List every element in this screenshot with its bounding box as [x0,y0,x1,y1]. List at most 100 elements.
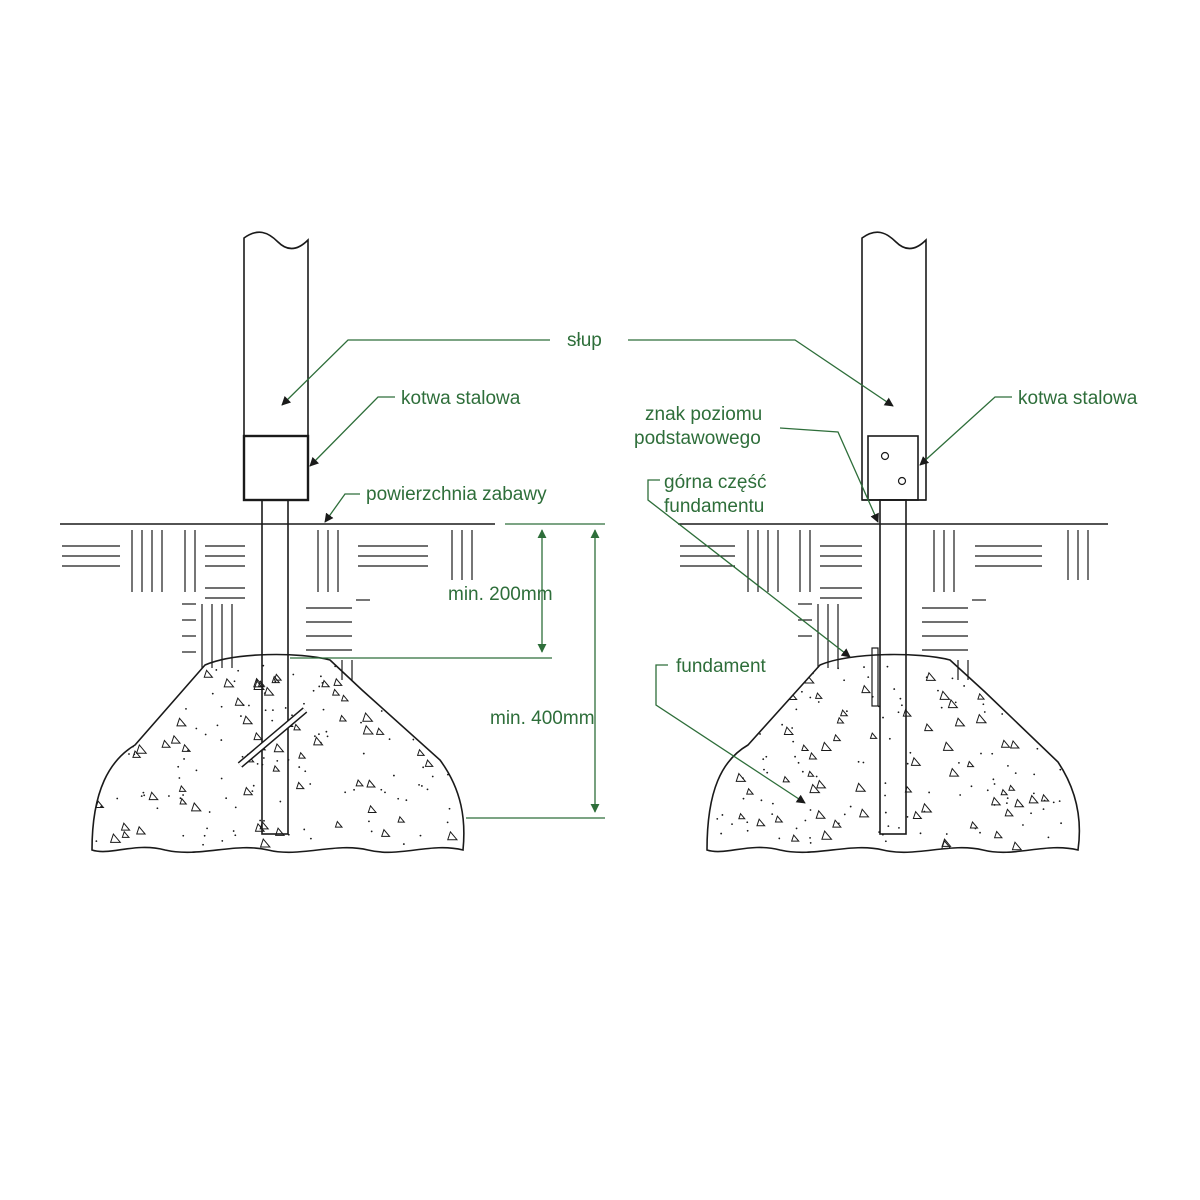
aggregate-triangle [738,812,746,820]
label-base-level-mark-line1: znak poziomu [645,404,762,425]
aggregate-dot [1021,669,1024,672]
aggregate-dot [182,794,184,796]
aggregate-dot [424,682,427,685]
aggregate-dot [195,727,198,730]
aggregate-dot [284,707,287,709]
aggregate-dot [763,768,765,771]
aggregate-dot [95,840,98,843]
leader-foundation [655,664,806,804]
aggregate-triangle [416,748,426,756]
aggregate-triangle [768,690,777,698]
aggregate-triangle [242,715,254,725]
aggregate-dot [143,666,145,669]
aggregate-dot [843,679,846,682]
aggregate-dot [795,708,798,711]
aggregate-triangle [746,787,755,795]
aggregate-dot [791,727,794,729]
aggregate-dot [220,705,223,708]
aggregate-dot [980,752,982,755]
aggregate-dot [216,724,219,727]
aggregate-dot [742,797,745,800]
aggregate-dot [133,753,136,756]
aggregate-triangle [731,686,742,696]
aggregate-dot [801,690,803,693]
aggregate-triangle [756,685,767,695]
aggregate-dot [759,710,762,713]
aggregate-dot [1059,768,1062,771]
concrete-foundation-left [91,653,465,854]
aggregate-dot [419,834,422,837]
aggregate-dot [945,833,948,835]
aggregate-dot [143,794,146,797]
aggregate-dot [897,711,900,714]
aggregate-dot [140,795,143,798]
aggregate-dot [271,719,274,722]
aggregate-dot [125,701,128,704]
label-post: słup [567,330,602,351]
aggregate-dot [1000,668,1003,671]
aggregate-dot [242,704,245,707]
aggregate-dot [809,696,812,699]
aggregate-triangle [444,756,453,764]
aggregate-dot [233,680,236,683]
aggregate-triangle [362,711,374,722]
aggregate-triangle [921,802,933,813]
aggregate-triangle [939,690,951,700]
aggregate-dot [759,733,761,735]
aggregate-triangle [179,797,188,805]
aggregate-triangle [924,723,934,732]
aggregate-triangle [259,838,271,848]
aggregate-dot [958,761,960,764]
aggregate-dot [1022,824,1024,826]
aggregate-dot [352,666,355,669]
aggregate-triangle [447,830,459,841]
aggregate-dot [322,708,325,711]
aggregate-dot [248,704,250,707]
aggregate-dot [420,785,423,787]
aggregate-dot [446,821,449,824]
aggregate-dot [183,758,185,760]
aggregate-dot [1001,713,1004,715]
aggregate-dot [303,828,306,831]
aggregate-dot [100,696,103,699]
aggregate-dot [126,689,128,692]
aggregate-dot [344,791,347,794]
aggregate-triangle [120,822,131,831]
aggregate-dot [884,840,887,843]
aggregate-dot [420,726,422,728]
aggregate-dot [380,710,383,712]
aggregate-dot [1043,799,1046,802]
aggregate-dot [925,676,928,679]
aggregate-dot [734,747,737,750]
aggregate-triangle [355,779,364,787]
aggregate-triangle [1000,788,1009,796]
aggregate-dot [1019,714,1022,717]
aggregate-dot [292,673,295,676]
aggregate-triangle [375,727,385,735]
aggregate-dot [101,719,103,722]
aggregate-dot [1063,682,1066,685]
aggregate-dot [156,807,159,810]
aggregate-dot [259,819,262,822]
aggregate-dot [208,811,211,813]
aggregate-triangle [122,667,132,677]
aggregate-dot [272,709,274,712]
aggregate-triangle [366,779,377,788]
steel-rod-left [261,499,289,835]
aggregate-dot [762,758,765,761]
aggregate-dot [426,788,429,791]
aggregate-dot [125,693,128,696]
aggregate-dot [221,840,224,842]
aggregate-dot [168,795,170,797]
aggregate-triangle [869,732,878,739]
aggregate-triangle [1011,841,1023,851]
aggregate-triangle [421,711,430,718]
aggregate-dot [1036,747,1039,750]
aggregate-triangle [768,697,779,706]
aggregate-triangle [122,676,132,684]
aggregate-dot [384,791,386,794]
steel-anchor-sleeve-left [242,434,310,502]
aggregate-triangle [142,693,151,700]
